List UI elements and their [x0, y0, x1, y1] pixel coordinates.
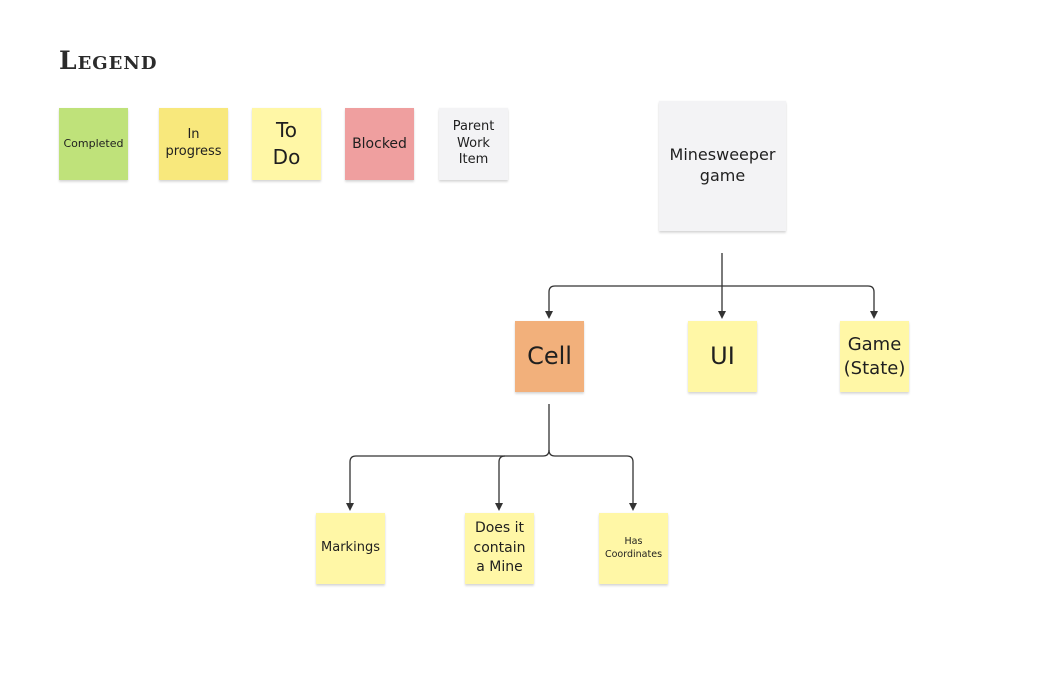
connector-root-to-cell	[545, 285, 722, 319]
root-sticky-label: Minesweeper game	[669, 145, 776, 185]
connector-cell-stem	[542, 404, 550, 457]
legend-blocked-sticky[interactable]: Blocked	[345, 108, 414, 180]
legend-in-progress-sticky[interactable]: In progress	[159, 108, 228, 180]
sticky-contains-mine-label: Does it contain a Mine	[473, 520, 526, 576]
sticky-contains-mine[interactable]: Does it contain a Mine	[465, 513, 534, 584]
legend-parent-work-item-sticky[interactable]: Parent Work Item	[439, 108, 508, 180]
sticky-markings-label: Markings	[321, 540, 380, 556]
sticky-cell[interactable]: Cell	[515, 321, 584, 392]
sticky-has-coordinates-label: Has Coordinates	[604, 536, 663, 560]
connector-cell-to-markings	[346, 455, 543, 511]
sticky-markings[interactable]: Markings	[316, 513, 385, 584]
sticky-has-coordinates[interactable]: Has Coordinates	[599, 513, 668, 584]
sticky-cell-label: Cell	[527, 341, 572, 370]
root-sticky-minesweeper-game[interactable]: Minesweeper game	[659, 101, 786, 231]
legend-parent-work-item-label: Parent Work Item	[452, 118, 495, 168]
sticky-ui[interactable]: UI	[688, 321, 757, 392]
sticky-game-state[interactable]: Game (State)	[840, 321, 909, 392]
legend-title: Legend	[59, 46, 158, 75]
connector-root-to-game-state	[722, 285, 878, 319]
legend-completed-label: Completed	[63, 136, 124, 150]
sticky-ui-label: UI	[710, 341, 735, 370]
connector-cell-to-mine	[495, 455, 506, 511]
legend-completed-sticky[interactable]: Completed	[59, 108, 128, 180]
legend-blocked-label: Blocked	[352, 135, 407, 152]
legend-todo-label: To Do	[272, 118, 301, 169]
legend-todo-sticky[interactable]: To Do	[252, 108, 321, 180]
connector-cell-to-coordinates	[548, 449, 637, 511]
sticky-game-state-label: Game (State)	[843, 334, 906, 379]
legend-in-progress-label: In progress	[165, 127, 222, 159]
